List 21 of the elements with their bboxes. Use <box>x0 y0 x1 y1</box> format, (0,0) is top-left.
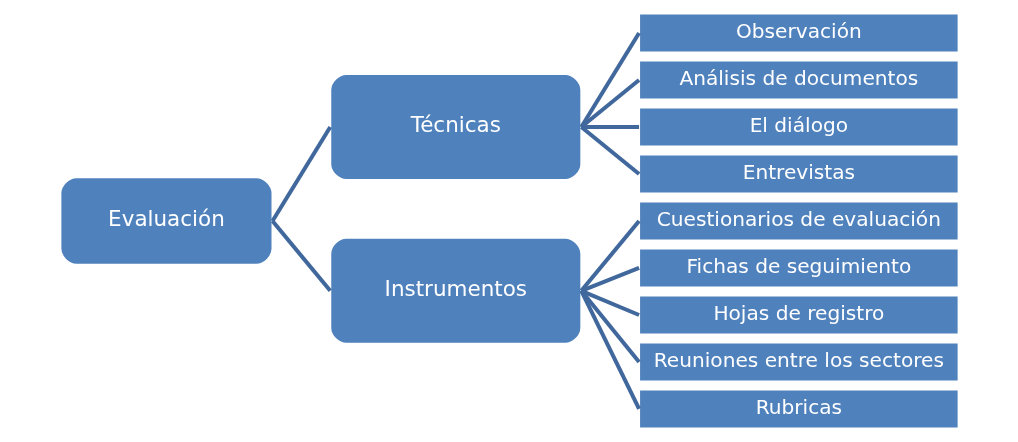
node-box: Observación <box>637 12 960 54</box>
node-box: El diálogo <box>637 106 960 148</box>
connector <box>579 125 640 176</box>
node-box: Fichas de seguimiento <box>637 247 960 289</box>
node-box: Técnicas <box>328 72 582 182</box>
connector <box>579 31 641 129</box>
connector <box>579 289 641 410</box>
connector <box>270 219 332 293</box>
node-box: Entrevistas <box>637 153 960 195</box>
node-box: Cuestionarios de evaluación <box>637 200 960 242</box>
node-box: Instrumentos <box>328 236 582 345</box>
connector <box>580 266 640 293</box>
connector <box>579 78 640 129</box>
connector <box>579 289 641 364</box>
node-box: Hojas de registro <box>637 294 960 336</box>
connector <box>579 219 641 293</box>
connector <box>270 125 332 223</box>
node-box: Análisis de documentos <box>637 59 960 101</box>
node-box: Reuniones entre los sectores <box>637 341 960 383</box>
node-box: Evaluación <box>58 176 274 266</box>
node-box: Rubricas <box>637 388 960 430</box>
